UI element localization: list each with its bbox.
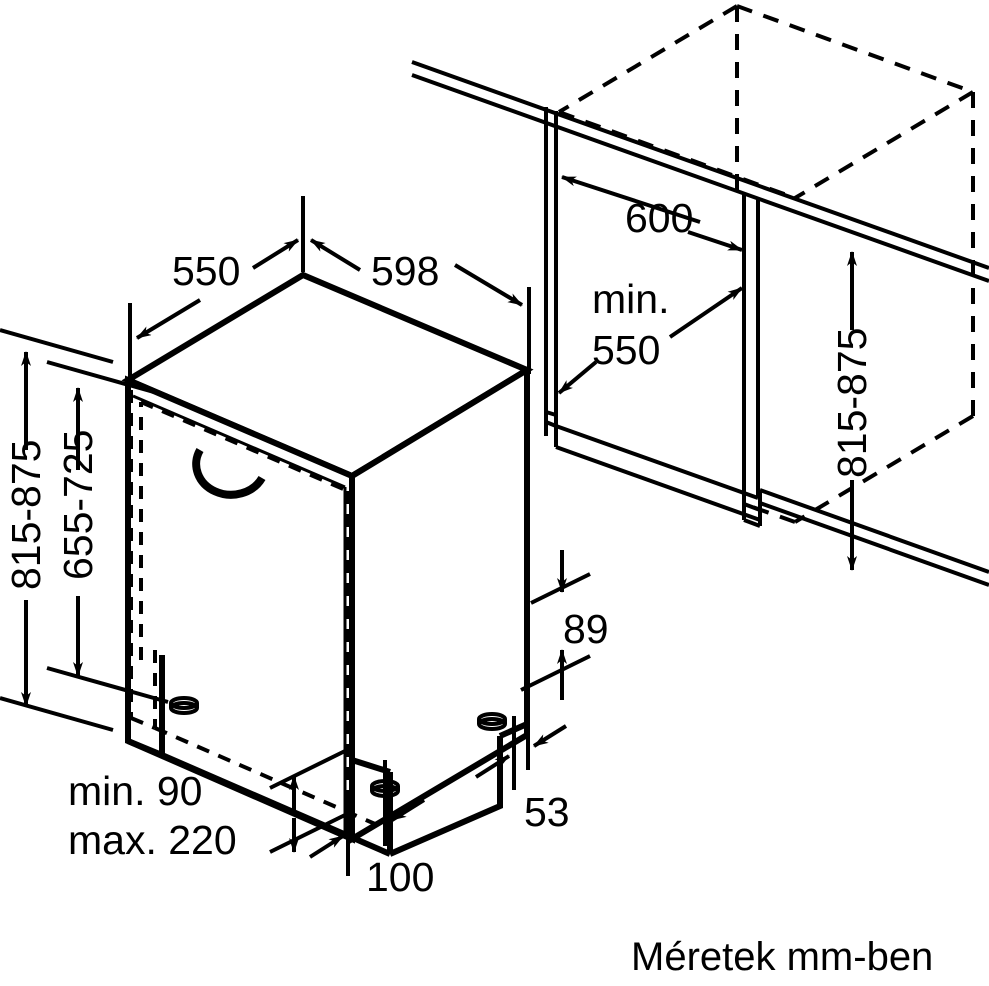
dimension-text-layer: 550 598 600 min. 550 815-875 655-725 815… xyxy=(3,195,875,900)
niche-top-outline-dashed xyxy=(557,4,975,200)
ext-line-815875-bottom xyxy=(0,696,114,732)
dishwasher-body xyxy=(121,271,534,857)
dim-label-89: 89 xyxy=(563,606,609,652)
dim-arrow-53-b xyxy=(532,724,568,748)
dim-label-815-875-right: 815-875 xyxy=(829,328,875,478)
dim-arrow-550-a xyxy=(251,238,300,270)
niche-right-wall xyxy=(742,193,762,528)
dim-label-655-725: 655-725 xyxy=(55,430,101,580)
ext-line-plinth-top xyxy=(269,749,346,790)
ext-line-89-bottom xyxy=(520,654,591,692)
dim-label-550: 550 xyxy=(172,248,240,294)
dim-label-815-875-left: 815-875 xyxy=(3,440,49,590)
dim-label-53: 53 xyxy=(524,789,570,835)
dim-label-100: 100 xyxy=(366,854,434,900)
dim-arrow-600-right xyxy=(687,230,743,252)
dim-arrow-min550-upper xyxy=(668,286,744,339)
dim-label-600: 600 xyxy=(625,195,693,241)
ext-line-plinth-bottom xyxy=(269,813,346,854)
dim-label-min-550: 550 xyxy=(592,327,660,373)
niche-bottom-outline-dashed xyxy=(743,414,975,524)
ext-line-655725-top xyxy=(46,360,169,398)
dim-arrow-100-a xyxy=(308,834,345,859)
worktop-front-edge xyxy=(411,60,989,283)
niche-cabinet xyxy=(411,4,989,587)
cabinet-side-panel xyxy=(544,107,558,447)
dim-arrow-100-b xyxy=(390,798,426,822)
appliance-hidden-edges-dashed xyxy=(129,390,383,829)
ext-line-815875-top xyxy=(0,328,114,364)
dim-arrow-598-a xyxy=(309,238,362,272)
dim-arrow-min550-lower xyxy=(557,360,598,395)
dim-label-max-220: max. 220 xyxy=(68,817,237,863)
door-handle-icon xyxy=(192,447,266,499)
dim-label-min: min. xyxy=(592,276,669,322)
dim-label-min-90: min. 90 xyxy=(68,768,202,814)
dim-arrow-600-left xyxy=(561,175,701,224)
worktop-right-band xyxy=(759,488,989,587)
dim-label-598: 598 xyxy=(371,248,439,294)
niche-floor-plane xyxy=(555,198,761,522)
drawing-geometry xyxy=(0,4,989,876)
ext-line-655725-bottom xyxy=(46,666,169,704)
units-caption: Méretek mm-ben xyxy=(631,935,933,979)
niche-vertical-edges-dashed xyxy=(735,6,975,416)
door-top-reveal xyxy=(132,394,347,833)
dimension-annotations xyxy=(0,175,857,876)
dim-arrow-598-b xyxy=(453,263,524,307)
adjustable-foot-rear-right xyxy=(477,712,507,731)
adjustable-foot-front-left xyxy=(169,696,199,715)
dim-arrow-53-a xyxy=(474,754,511,779)
dim-arrow-550-b xyxy=(135,298,202,340)
